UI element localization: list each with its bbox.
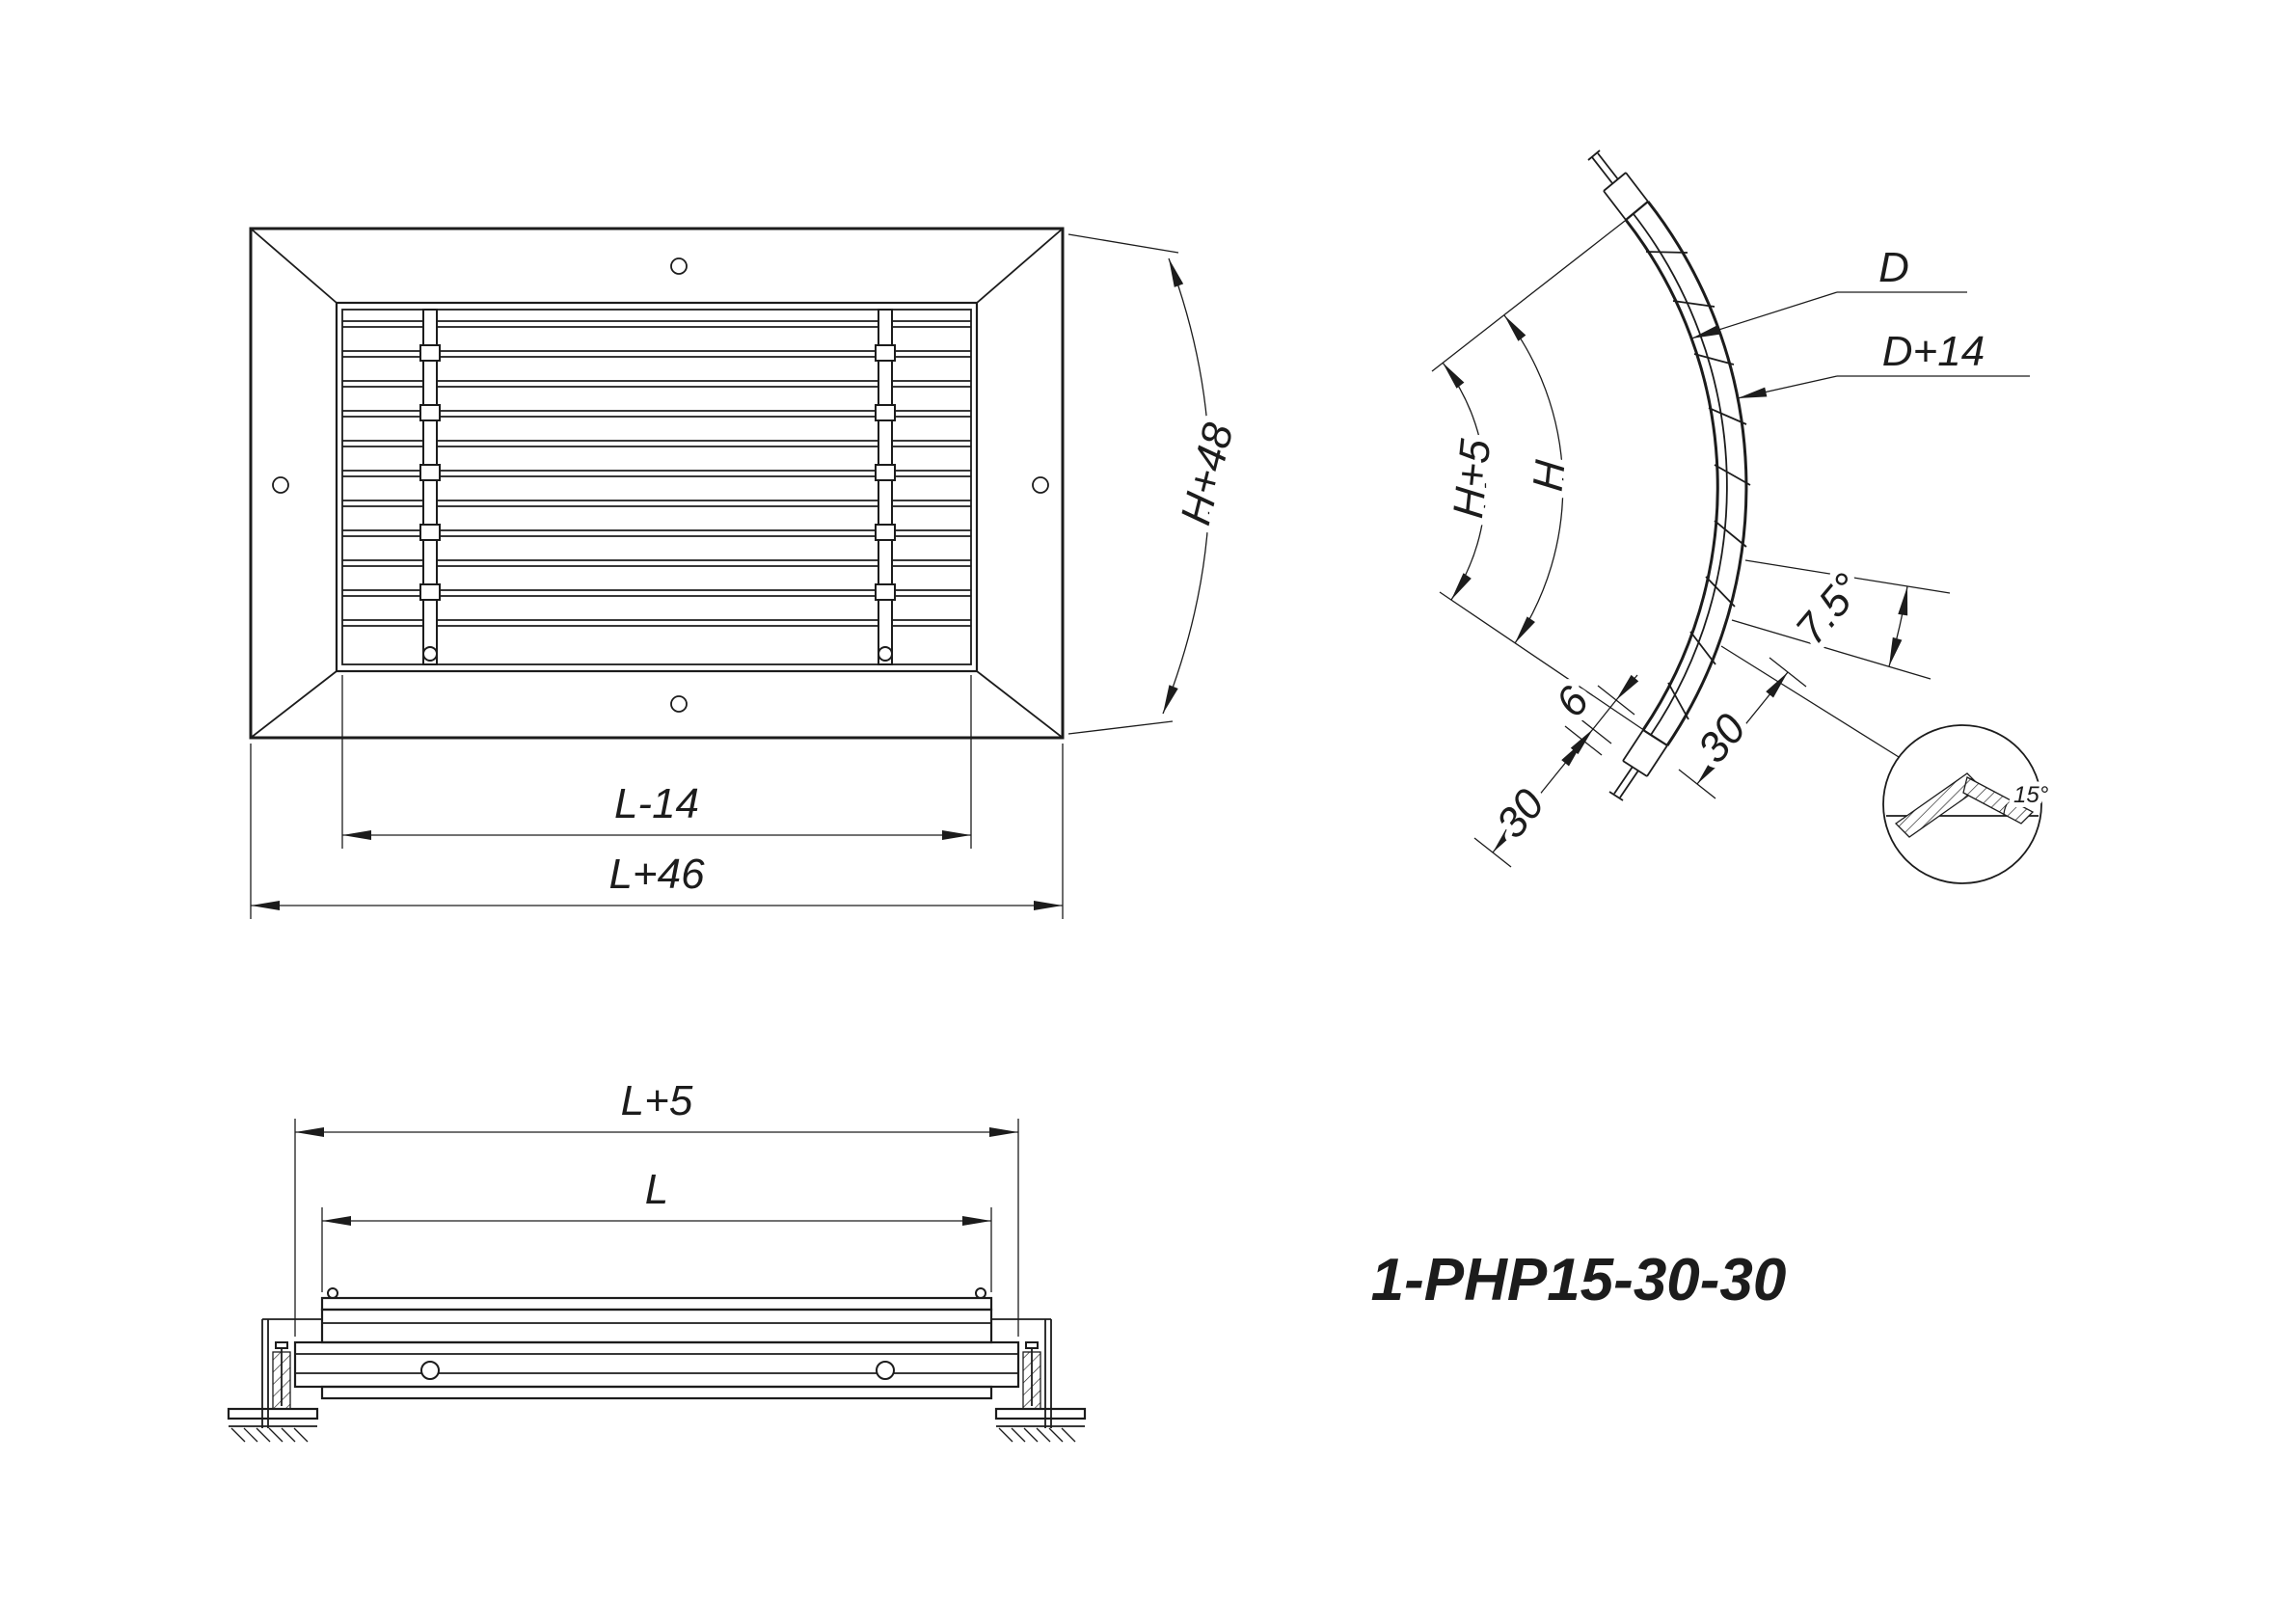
tie-bar-screw bbox=[422, 646, 438, 662]
dim-label-height-arc: H+48 bbox=[1172, 418, 1242, 529]
tie-bar-screw bbox=[878, 646, 893, 662]
dim-label-diameter: D bbox=[1878, 244, 1909, 291]
side-view-dimensions: L+5 L bbox=[294, 1070, 1019, 1337]
frame-screw bbox=[327, 1287, 338, 1299]
louvers bbox=[342, 320, 971, 627]
drawing-designation: 1-PHP15-30-30 bbox=[1371, 1247, 1787, 1313]
front-view-dimensions: L-14 L+46 H+48 bbox=[250, 233, 1250, 919]
back-rail bbox=[320, 1296, 993, 1312]
bottom-mounting-bracket bbox=[1608, 729, 1668, 801]
grille-opening bbox=[341, 309, 972, 665]
dim-label-depth-b: 30 bbox=[1688, 705, 1755, 771]
mount-screw-head bbox=[275, 1341, 288, 1349]
frame-miter-corners bbox=[250, 228, 1064, 739]
right-end-mount bbox=[991, 1318, 1087, 1443]
front-panel bbox=[293, 1340, 1020, 1389]
surface-hatch-ticks bbox=[230, 1427, 309, 1443]
blade-detail: 15° bbox=[1720, 645, 2054, 884]
grille-inner-frame bbox=[335, 301, 979, 673]
tie-rod-screw bbox=[420, 1361, 440, 1380]
dim-label-height: H bbox=[1525, 458, 1575, 494]
dim-label-diameter-outer: D+14 bbox=[1882, 328, 1985, 375]
dim-label-width-inner: L-14 bbox=[614, 780, 699, 827]
left-end-mount bbox=[227, 1318, 322, 1443]
dim-label-length-plus5: L+5 bbox=[621, 1077, 693, 1124]
mount-flange bbox=[994, 1407, 1087, 1420]
blade-tip-hatched bbox=[1962, 776, 2035, 825]
top-mounting-bracket bbox=[1587, 149, 1649, 221]
tie-rod-screw bbox=[876, 1361, 895, 1380]
grille-outer-frame bbox=[249, 227, 1065, 740]
side-view: L+5 L bbox=[227, 1070, 1087, 1443]
mount-screw-head bbox=[1025, 1341, 1039, 1349]
mount-flange bbox=[227, 1407, 319, 1420]
frame-screw bbox=[975, 1287, 986, 1299]
dim-label-gap: 6 bbox=[1547, 678, 1599, 726]
tie-bars bbox=[419, 309, 896, 665]
section-dimensions: H+5 H D D+14 7.5° 30 6 30 bbox=[1431, 213, 2030, 868]
slat-ticks bbox=[1645, 251, 1751, 720]
dim-label-height-plus5: H+5 bbox=[1445, 437, 1499, 521]
front-view: L-14 L+46 H+48 bbox=[249, 227, 1250, 919]
mounting-holes bbox=[272, 257, 1049, 713]
detail-circle bbox=[1882, 724, 2042, 884]
dim-label-width-outer: L+46 bbox=[608, 851, 705, 898]
surface-hatch-ticks bbox=[998, 1427, 1076, 1443]
side-view-body bbox=[293, 1287, 1020, 1400]
frame-body bbox=[320, 1308, 993, 1344]
dim-label-blade-angle: 15° bbox=[2013, 782, 2049, 808]
section-view: H+5 H D D+14 7.5° 30 6 30 bbox=[1431, 149, 2054, 884]
bottom-rail bbox=[320, 1385, 993, 1400]
detail-leader-line bbox=[1720, 645, 1900, 758]
dim-label-length: L bbox=[645, 1166, 668, 1213]
